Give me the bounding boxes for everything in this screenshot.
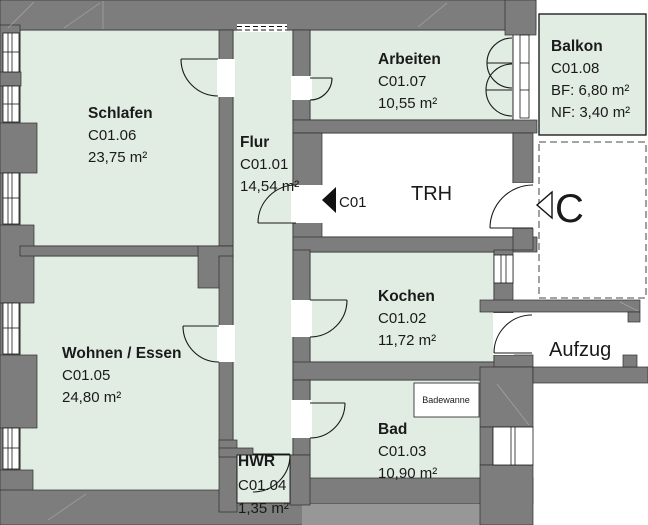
window <box>492 426 534 466</box>
door-swings <box>180 37 534 493</box>
wall-segment <box>292 119 538 134</box>
wall-segment <box>302 504 533 525</box>
windows <box>2 32 534 470</box>
bathtub-label: Badewanne <box>422 395 470 405</box>
entrance-arrow-c01-icon <box>322 187 336 213</box>
wall-segment <box>0 71 22 87</box>
room-name: Flur <box>240 134 269 151</box>
room-name: Kochen <box>378 288 435 305</box>
balcony-door-frame <box>519 34 530 119</box>
window <box>2 427 20 470</box>
room-code: C01.07 <box>378 73 426 90</box>
window <box>2 172 20 225</box>
wall-segment <box>292 236 538 253</box>
room-area: 14,54 m² <box>240 178 299 195</box>
room-schlafen <box>19 29 234 247</box>
room-code: C01.03 <box>378 443 426 460</box>
room-kochen <box>309 251 495 363</box>
wall-segment <box>512 132 534 184</box>
room-code: C01.02 <box>378 310 426 327</box>
door-opening-arbeiten <box>291 76 312 100</box>
room-code: C01.06 <box>88 127 136 144</box>
room-name: Wohnen / Essen <box>62 345 181 362</box>
wall-segment <box>479 366 534 428</box>
door-wohnen <box>182 325 220 363</box>
entrance-arrow-c-icon <box>535 190 553 220</box>
room-name: HWR <box>238 453 275 470</box>
window <box>2 302 20 355</box>
door-schlafen <box>180 58 219 97</box>
room-labels: Schlafen C01.06 23,75 m² Flur C01.01 14,… <box>62 38 630 517</box>
door-opening-schlafen <box>217 59 235 97</box>
wall-segment <box>0 122 38 174</box>
door-balcony <box>485 37 513 117</box>
elevator-label: Aufzug <box>549 339 611 361</box>
wall-segment <box>512 227 534 251</box>
wall-segment <box>479 464 534 525</box>
door-opening-wohnen <box>217 325 235 362</box>
room-name: Balkon <box>551 38 603 55</box>
wall-segment <box>292 29 311 121</box>
door-opening-entrance-c01 <box>291 185 325 223</box>
room-area: 1,35 m² <box>238 500 289 517</box>
room-name: Arbeiten <box>378 51 441 68</box>
wall-segment <box>479 299 641 313</box>
room-area: 10,55 m² <box>378 95 437 112</box>
bathtub: Badewanne <box>413 382 480 418</box>
door-openings <box>217 59 535 438</box>
wall-segment <box>493 354 534 368</box>
room-flur <box>232 29 294 456</box>
door-hwr <box>252 453 291 493</box>
door-aufzug-lobby <box>493 314 533 354</box>
room-area: 24,80 m² <box>62 389 121 406</box>
staircase-letter: C <box>555 187 584 231</box>
room-area: 11,72 m² <box>378 332 436 349</box>
wall-seams <box>7 1 639 521</box>
room-code: C01.08 <box>551 60 599 77</box>
stairwell-label: TRH <box>411 183 452 205</box>
window <box>2 85 20 123</box>
wall-segment <box>0 224 35 304</box>
room-wohnen-essen <box>19 255 234 492</box>
door-entrance-c01 <box>257 184 297 224</box>
door-kochen <box>309 299 348 338</box>
wall-segment <box>532 366 648 384</box>
door-trh-east <box>489 184 534 229</box>
room-balkon <box>538 13 647 136</box>
door-opening-trh-east <box>512 183 535 228</box>
dashed-area <box>538 141 647 299</box>
flur-top-window <box>237 24 287 32</box>
wall-segment <box>289 454 311 506</box>
wall-segment <box>622 354 638 368</box>
door-bad <box>309 402 346 439</box>
wall-segment <box>627 311 641 323</box>
room-name: Schlafen <box>88 105 153 122</box>
door-opening-bad <box>291 400 312 438</box>
room-area: BF: 6,80 m² <box>551 82 629 99</box>
room-code: C01.01 <box>240 156 288 173</box>
wall-segment <box>479 426 494 466</box>
room-code: C01.04 <box>238 477 286 494</box>
wall-segment <box>504 0 537 36</box>
room-area: 23,75 m² <box>88 149 147 166</box>
room-floors <box>19 13 647 492</box>
unit-entrance-label: C01 <box>339 194 367 211</box>
room-code: C01.05 <box>62 367 110 384</box>
wall-segment <box>218 447 254 458</box>
annotations: TRH Aufzug C01 C <box>339 183 611 361</box>
door-arbeiten <box>309 77 333 101</box>
wall-segment <box>0 354 38 429</box>
room-arbeiten <box>309 29 514 121</box>
room-area: 10,90 m² <box>378 465 437 482</box>
room-name: Bad <box>378 421 407 438</box>
room-area: NF: 3,40 m² <box>551 104 630 121</box>
window <box>2 32 20 73</box>
window <box>493 254 514 284</box>
door-opening-aufzug-lobby <box>493 313 514 355</box>
room-trh <box>309 132 514 238</box>
door-opening-kochen <box>291 300 312 337</box>
